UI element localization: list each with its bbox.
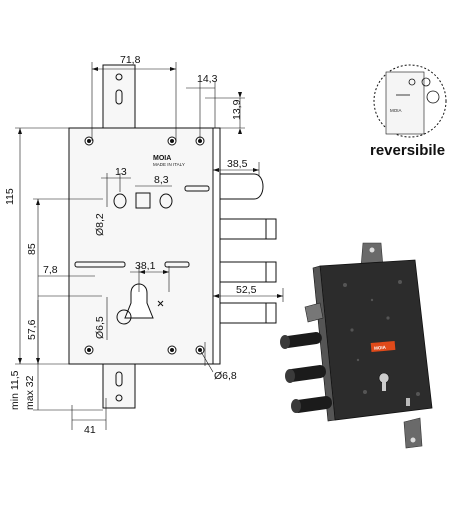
photo-badge: MOIA (374, 345, 387, 351)
top-tab-hole (115, 73, 123, 81)
dim-backset-52-5: 52,5 (236, 284, 257, 296)
svg-text:MADE IN ITALY: MADE IN ITALY (153, 162, 185, 167)
lock-drawing (68, 64, 277, 409)
cylinder-screw (157, 300, 164, 307)
dimension-arrows (18, 67, 283, 364)
lock-case (68, 127, 214, 365)
svg-text:MOIA: MOIA (153, 155, 171, 162)
reversible-inset: MOIA (373, 64, 447, 138)
case-logo: MOIA MADE IN ITALY (153, 155, 185, 167)
dim-bottom-41: 41 (84, 424, 96, 436)
dim-height-85: 85 (26, 243, 38, 255)
cylinder-cutout (124, 283, 154, 319)
dim-offset-7-8: 7,8 (43, 264, 58, 276)
dim-top-width: 71,8 (120, 54, 141, 66)
bolt-3 (219, 302, 277, 324)
reversible-label: reversibile (370, 142, 445, 159)
dim-bolt-offset: 38,5 (227, 158, 248, 170)
spindle-square (135, 192, 151, 209)
dimension-lines (15, 62, 284, 430)
dim-top-height: 13,9 (231, 99, 243, 120)
photo-bolts (280, 332, 333, 413)
deadbolt-top (219, 173, 264, 200)
dim-min-11-5: min 11,5 (9, 370, 21, 410)
dim-holes-8-3: 8,3 (154, 174, 169, 186)
side-slot (74, 261, 126, 268)
lock-faceplate (212, 127, 221, 365)
handle-hole-left (113, 193, 127, 209)
dim-max-32: max 32 (24, 375, 36, 410)
dim-holes-13: 13 (115, 166, 127, 178)
dim-diameter-6-8: Ø6,8 (214, 370, 237, 382)
bolt-2 (219, 261, 277, 283)
dim-height-57-6: 57,6 (26, 319, 38, 340)
latch-slot (184, 185, 210, 192)
dim-right-offset: 14,3 (197, 73, 218, 85)
cylinder-slot (164, 261, 190, 268)
top-tab-slot (115, 89, 123, 105)
bottom-tab-slot (115, 371, 123, 387)
dim-diameter-6-5: Ø6,5 (94, 316, 106, 339)
bolt-1 (219, 218, 277, 240)
dim-cylinder-38-1: 38,1 (135, 260, 156, 272)
cam-hole (116, 309, 132, 325)
dim-total-height: 115 (4, 188, 16, 205)
lock-product-photo: MOIA (280, 242, 433, 449)
bottom-tab-hole (115, 394, 123, 402)
handle-hole-right (159, 193, 173, 209)
inset-badge: MOIA (390, 108, 402, 113)
dim-diameter-8-2: Ø8,2 (94, 213, 106, 236)
